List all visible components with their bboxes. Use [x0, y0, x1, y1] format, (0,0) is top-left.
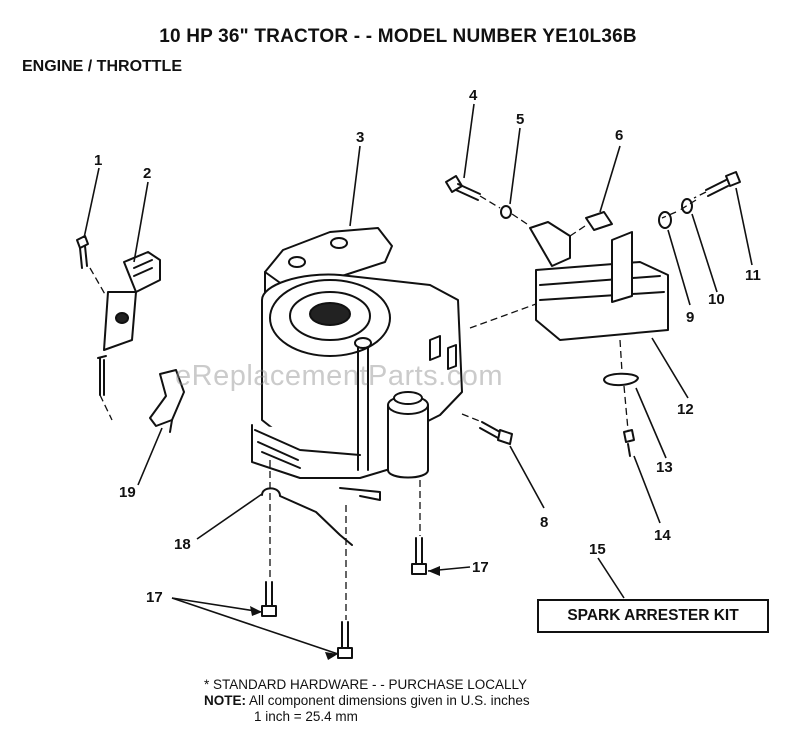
callout-label: 9: [686, 309, 694, 326]
diagram-title: 10 HP 36" TRACTOR - - MODEL NUMBER YE10L…: [159, 26, 637, 47]
callout-label: 19: [119, 484, 136, 501]
screen-part-13: [603, 372, 639, 386]
callout-label: 18: [174, 536, 191, 553]
bolt-part-17b: [337, 621, 353, 659]
bolt-part-11: [705, 171, 741, 197]
callout-label: 5: [516, 111, 524, 128]
callout-label: 17: [146, 589, 163, 606]
callout-label: 13: [656, 459, 673, 476]
bolt-part-4: [445, 175, 481, 201]
section-subtitle: ENGINE / THROTTLE: [22, 58, 182, 75]
dimension-note: NOTE: All component dimensions given in …: [204, 693, 530, 709]
callout-label: 15: [589, 541, 606, 558]
hardware-note: * STANDARD HARDWARE - - PURCHASE LOCALLY: [204, 677, 528, 692]
callout-label: 11: [745, 267, 761, 284]
engine-part: [251, 227, 463, 501]
notes-block: * STANDARD HARDWARE - - PURCHASE LOCALLY…: [204, 677, 530, 725]
throttle-bracket-part: [97, 251, 161, 396]
clip-part-19: [149, 369, 185, 433]
callout-label: 12: [677, 401, 694, 418]
callout-label: 14: [654, 527, 671, 544]
conversion-note: 1 inch = 25.4 mm: [254, 709, 358, 724]
callout-label: 8: [540, 514, 548, 531]
washer-part-9: [658, 211, 672, 229]
callout-label: 4: [469, 87, 478, 104]
callout-label: 6: [615, 127, 623, 144]
lockwasher-part-10: [681, 198, 693, 214]
note-label: NOTE:: [204, 693, 246, 708]
watermark-text: eReplacementParts.com: [175, 360, 504, 392]
spark-arrester-kit-label: SPARK ARRESTER KIT: [537, 599, 769, 633]
bolt-part-8: [479, 421, 513, 445]
callout-label: 1: [94, 152, 102, 169]
callout-label: 3: [356, 129, 364, 146]
note-text: All component dimensions given in U.S. i…: [249, 693, 530, 708]
callout-label: 2: [143, 165, 151, 182]
callout-label: 17: [472, 559, 489, 576]
screw-part-1: [76, 235, 89, 269]
washer-part-5: [500, 205, 512, 219]
muffler-part-12: [529, 211, 669, 341]
callout-label: 10: [708, 291, 725, 308]
wire-part-18: [261, 487, 353, 546]
bolt-part-17a: [261, 581, 277, 617]
bolt-part-17c: [411, 537, 427, 575]
screw-part-14: [623, 429, 635, 457]
